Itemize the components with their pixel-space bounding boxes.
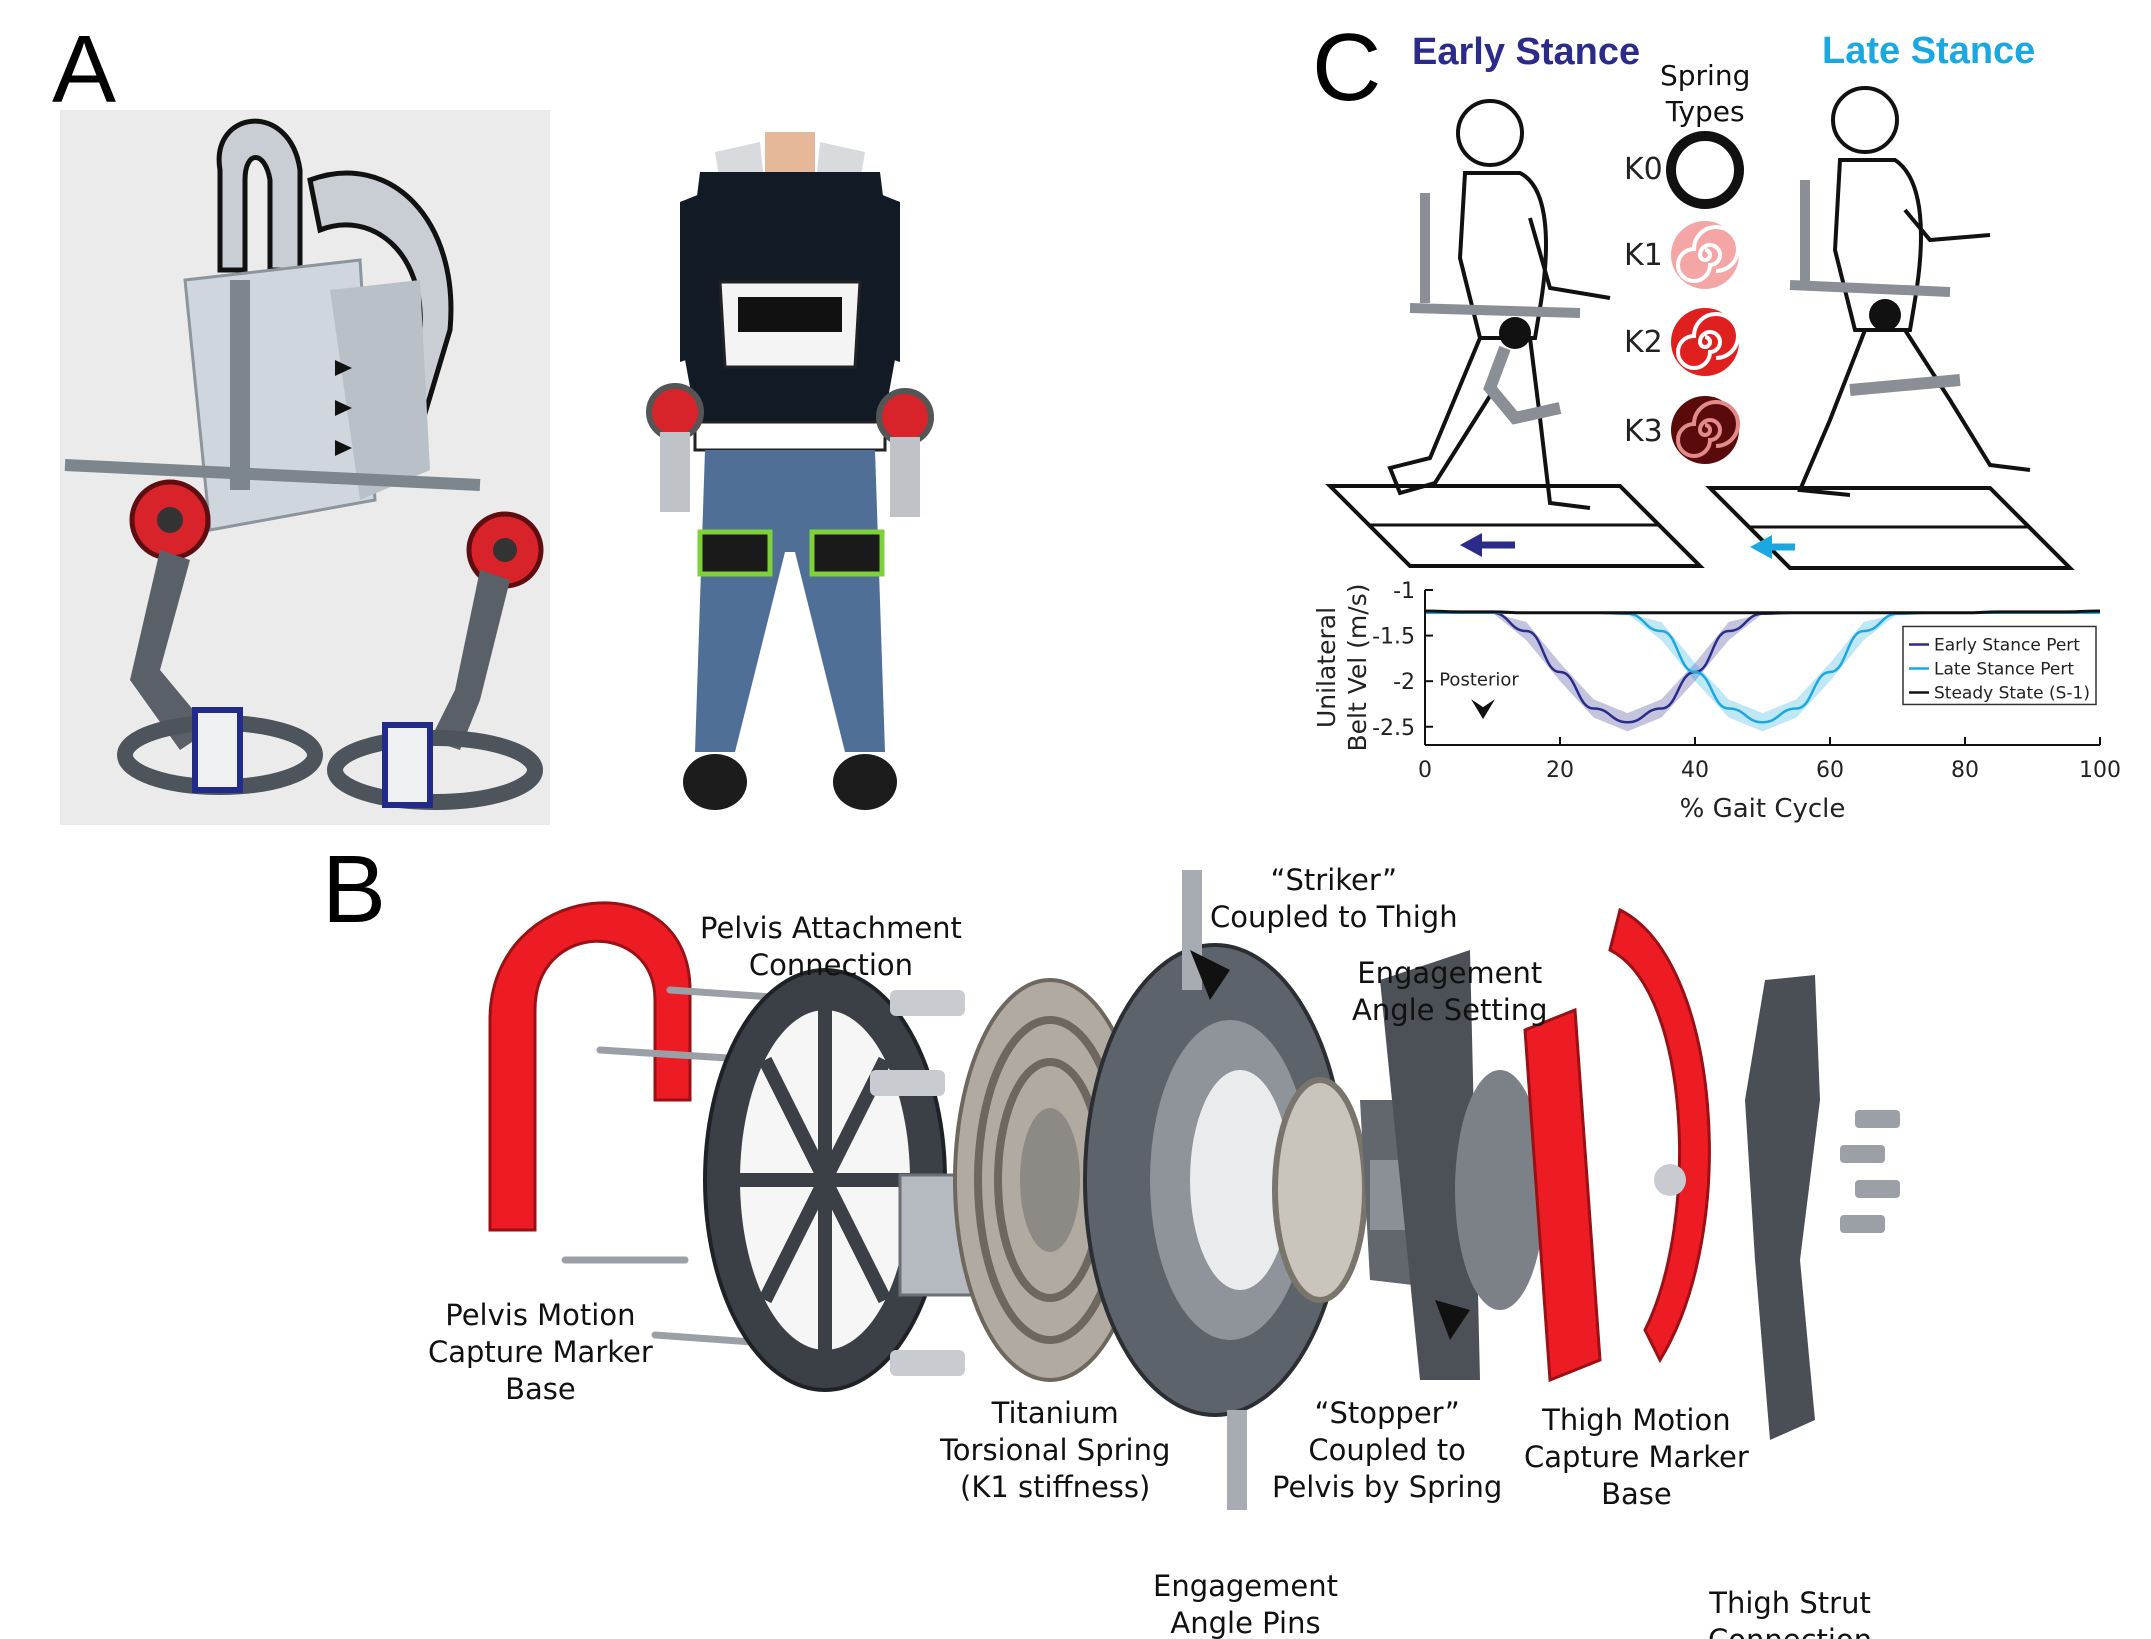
pelvis-motion-capture-marker-base-label: Pelvis Motion Capture Marker Base [428,1298,653,1406]
hip-joint-exploded-view [488,870,1900,1510]
engagement-angle-setting-label: Engagement Angle Setting [1352,956,1548,1027]
late-stance-title: Late Stance [1822,30,2036,72]
spring-k1-icon [1671,221,1740,289]
x-tick-label: 80 [1951,758,1979,783]
y-tick-label: -2.5 [1372,716,1415,741]
x-tick-label: 60 [1816,758,1844,783]
late-stance-belt-arrow-icon [1750,535,1795,559]
x-axis-label: % Gait Cycle [1680,794,1846,824]
thigh-motion-capture-marker-base-label: Thigh Motion Capture Marker Base [1524,1403,1749,1511]
legend-entry: Early Stance Pert [1934,635,2080,655]
x-tick-label: 40 [1681,758,1709,783]
x-tick-label: 100 [2079,758,2121,783]
panel-letter-a: A [52,16,117,123]
person-wearing-exoskeleton-photo [646,132,934,810]
spring-types-heading: Spring Types [1660,59,1751,128]
striker-callout-arrow-icon [1190,950,1230,1000]
posterior-annotation: Posterior [1439,670,1519,691]
early-stance-walker-illustration [1325,99,1705,568]
legend-box [1902,625,2097,706]
panel-letter-b: B [322,836,387,943]
series-band-0 [1425,612,2100,732]
engagement-pin-bottom [1227,1410,1247,1510]
spring-label-k3: K3 [1624,414,1663,449]
spring-types-icons [1666,131,1744,464]
thigh-marker-base-part [1523,1007,1602,1383]
late-stance-walker-illustration [1705,86,2075,570]
spring-k2-icon [1671,308,1740,376]
y-axis-label-line1: Unilateral [1312,607,1341,728]
exoskeleton-render-image [60,110,550,825]
spring-label-k0: K0 [1624,152,1663,187]
pelvis-attachment-connection-label: Pelvis Attachment Connection [700,911,962,982]
x-tick-label: 0 [1418,758,1432,783]
panel-letter-c: C [1312,14,1382,121]
thigh-strut-part [1745,975,1820,1440]
posterior-arrow-icon [1471,699,1496,720]
stopper-callout-arrow-icon [1435,1300,1470,1340]
x-tick-label: 20 [1546,758,1574,783]
legend-entry: Steady State (S-1) [1934,683,2090,703]
spring-label-k1: K1 [1624,238,1663,273]
y-axis-label-line2: Belt Vel (m/s) [1343,584,1372,752]
engagement-angle-pins-label: Engagement Angle Pins [1153,1569,1338,1639]
stopper-label: “Stopper” Coupled to Pelvis by Spring [1272,1396,1503,1504]
belt-velocity-chart: 0 20 40 60 80 100 -1 -1.5 -2 -2.5 % Gait Cycle U… [1312,579,2121,824]
y-tick-label: -2 [1393,670,1415,695]
legend-entry: Late Stance Pert [1934,659,2074,679]
thigh-strut-connection-label: Thigh Strut Connection [1708,1586,1872,1639]
early-stance-belt-arrow-icon [1460,533,1515,557]
striker-label: “Striker” Coupled to Thigh [1210,863,1458,934]
titanium-torsional-spring-label: Titanium Torsional Spring (K1 stiffness) [940,1396,1171,1504]
early-stance-title: Early Stance [1412,31,1641,73]
spring-k0-icon [1666,131,1744,209]
pelvis-marker-base-part [488,901,692,1232]
spring-k3-icon [1671,396,1740,464]
y-tick-label: -1 [1393,579,1415,604]
spring-label-k2: K2 [1624,325,1663,360]
series-line-2 [1424,609,2101,615]
y-tick-label: -1.5 [1372,625,1415,650]
engagement-setting-part [1380,950,1480,1380]
